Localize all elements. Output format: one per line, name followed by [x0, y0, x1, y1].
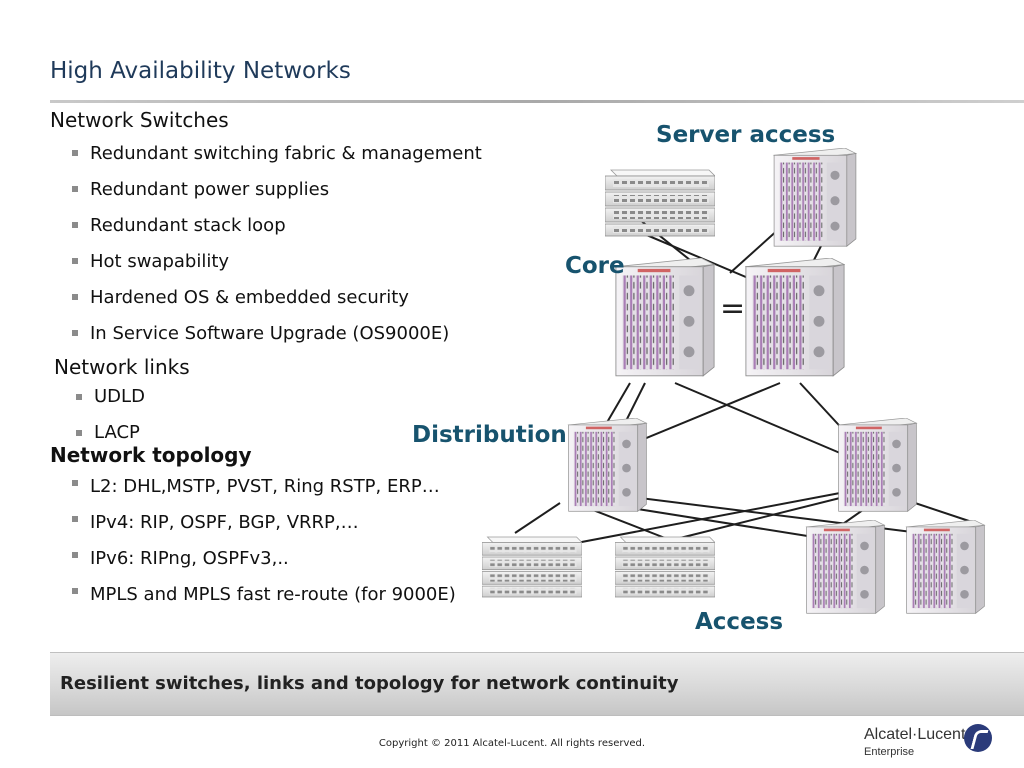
alcatel-lucent-logo-icon — [964, 724, 992, 752]
core-switch — [745, 258, 845, 377]
section-network-links: Network links UDLD LACP — [54, 350, 570, 443]
access-chassis-switch — [906, 520, 985, 614]
server-access-chassis-switch — [773, 148, 857, 247]
distribution-switch — [838, 418, 917, 512]
copyright-text: Copyright © 2011 Alcatel-Lucent. All rig… — [378, 738, 646, 749]
label-equals: = — [720, 291, 745, 326]
access-stack-switch — [615, 536, 715, 598]
section-network-topology: Network topology L2: DHL,MSTP, PVST, Rin… — [50, 440, 570, 614]
bullet-item: In Service Software Upgrade (OS9000E) — [50, 320, 570, 350]
section-network-switches: Network Switches Redundant switching fab… — [50, 108, 570, 350]
summary-text: Resilient switches, links and topology f… — [60, 673, 679, 694]
label-core: Core — [565, 253, 625, 279]
section-heading: Network links — [54, 355, 190, 379]
brand-name: Alcatel·Lucent — [864, 726, 966, 743]
access-stack-switch — [482, 536, 582, 598]
bullet-item: LACP — [54, 420, 570, 443]
bullet-list: UDLD LACP — [54, 384, 570, 443]
server-access-stack-switch — [605, 169, 715, 237]
bullet-item: Redundant switching fabric & management — [50, 140, 570, 176]
label-server-access: Server access — [656, 122, 835, 148]
bullet-list: L2: DHL,MSTP, PVST, Ring RSTP, ERP… IPv4… — [50, 470, 570, 614]
bullet-item: L2: DHL,MSTP, PVST, Ring RSTP, ERP… — [50, 470, 570, 506]
section-heading: Network topology — [50, 443, 252, 467]
section-heading: Network Switches — [50, 108, 229, 132]
bullet-item: MPLS and MPLS fast re-route (for 9000E) — [50, 578, 570, 614]
brand-subtitle: Enterprise — [864, 746, 915, 758]
brand-logo: Alcatel·Lucent Enterprise — [864, 724, 1004, 764]
bullet-item: Hot swapability — [50, 248, 570, 284]
access-chassis-switch — [806, 520, 885, 614]
slide-title: High Availability Networks — [50, 58, 351, 84]
label-distribution: Distribution — [412, 422, 567, 448]
bullet-item: Hardened OS & embedded security — [50, 284, 570, 320]
distribution-switch — [568, 418, 647, 512]
bullet-content: Network Switches Redundant switching fab… — [50, 108, 570, 614]
title-divider — [50, 100, 1024, 103]
bullet-item: UDLD — [54, 384, 570, 420]
bullet-item: Redundant stack loop — [50, 212, 570, 248]
network-topology-diagram: Server access Core = Distribution Access — [412, 122, 985, 635]
bullet-item: Redundant power supplies — [50, 176, 570, 212]
summary-banner: Resilient switches, links and topology f… — [50, 652, 1024, 716]
bullet-item: IPv4: RIP, OSPF, BGP, VRRP,… — [50, 506, 570, 542]
bullet-list: Redundant switching fabric & management … — [50, 140, 570, 350]
label-access: Access — [695, 609, 783, 635]
bullet-item: IPv6: RIPng, OSPFv3,.. — [50, 542, 570, 578]
core-switch — [615, 258, 715, 377]
